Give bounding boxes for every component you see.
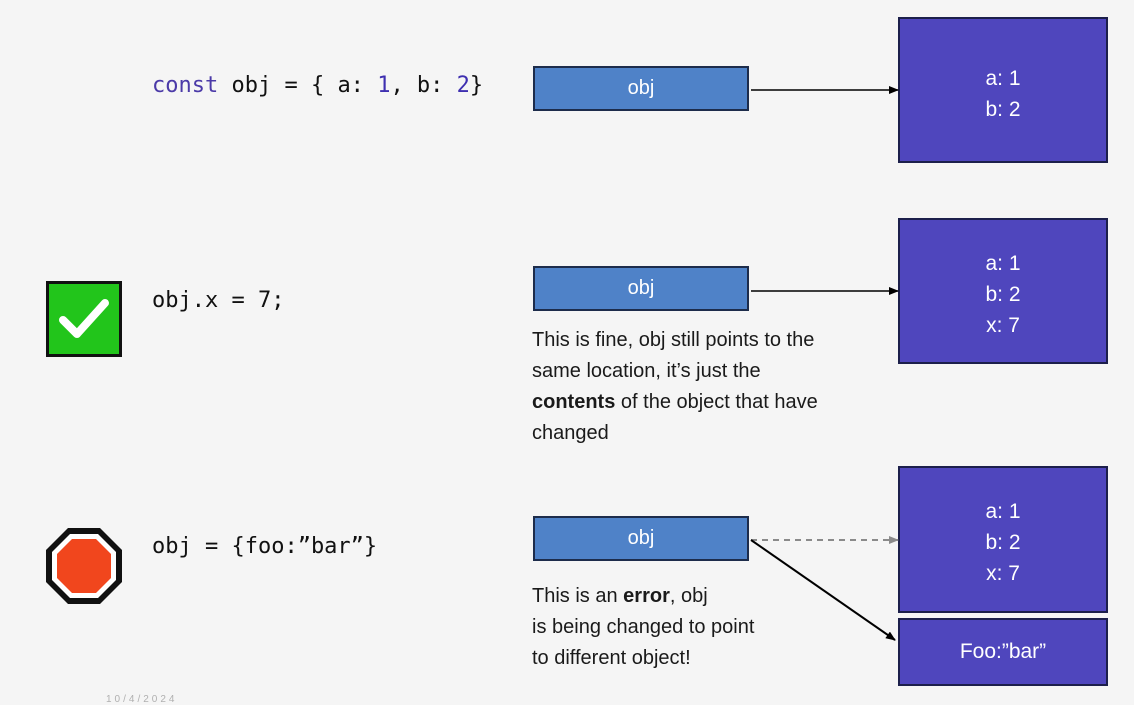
code-line-const-obj: const obj = { a: 1, b: 2} (152, 73, 483, 98)
new-pointer-arrow (750, 539, 896, 641)
note-text: , obj (669, 585, 708, 607)
code-text: } (469, 73, 484, 98)
note-emphasis: contents (532, 391, 616, 413)
code-text: obj = { a: (218, 73, 378, 98)
object-property: a: 1 (985, 67, 1021, 90)
note-line: is being changed to point (532, 616, 755, 638)
object-property: b: 2 (985, 283, 1021, 306)
note-emphasis: error (623, 585, 670, 607)
object-property: x: 7 (986, 314, 1020, 337)
code-number: 1 (377, 73, 391, 98)
object-property: x: 7 (986, 562, 1020, 585)
code-line-assign-property: obj.x = 7; (152, 288, 285, 313)
object-box-new: Foo:”bar” (898, 618, 1108, 686)
note-text: This is an (532, 585, 624, 607)
object-box-mutated: a: 1 b: 2 x: 7 (898, 218, 1108, 364)
object-property: a: 1 (985, 252, 1021, 275)
object-property: Foo:”bar” (959, 640, 1047, 663)
code-text: , b: (390, 73, 457, 98)
check-icon (46, 281, 122, 362)
code-number: 2 (456, 73, 470, 98)
reference-label: obj (627, 77, 655, 99)
object-property: b: 2 (985, 531, 1021, 554)
stop-sign-icon (44, 526, 124, 611)
note-line: to different object! (532, 647, 691, 669)
note-fine: This is fine, obj still points to the sa… (532, 325, 818, 449)
code-line-reassign: obj = {foo:”bar”} (152, 534, 378, 559)
note-line: changed (532, 422, 609, 444)
note-line: This is fine, obj still points to the (532, 329, 815, 351)
code-keyword: const (152, 73, 219, 98)
reference-label: obj (627, 277, 655, 299)
note-error: This is an error, obj is being changed t… (532, 581, 754, 674)
footer-date: 10/4/2024 (106, 694, 178, 705)
note-line: contents of the object that have (532, 387, 818, 418)
note-line: same location, it’s just the (532, 360, 761, 382)
object-property: b: 2 (985, 98, 1021, 121)
object-box-previous: a: 1 b: 2 x: 7 (898, 466, 1108, 613)
reference-box-obj: obj (533, 66, 749, 111)
note-text: of the object that have (615, 391, 818, 413)
reference-label: obj (627, 527, 655, 549)
reference-box-obj: obj (533, 516, 749, 561)
reference-box-obj: obj (533, 266, 749, 311)
object-box-original: a: 1 b: 2 (898, 17, 1108, 163)
note-line: This is an error, obj (532, 581, 754, 612)
object-property: a: 1 (985, 500, 1021, 523)
